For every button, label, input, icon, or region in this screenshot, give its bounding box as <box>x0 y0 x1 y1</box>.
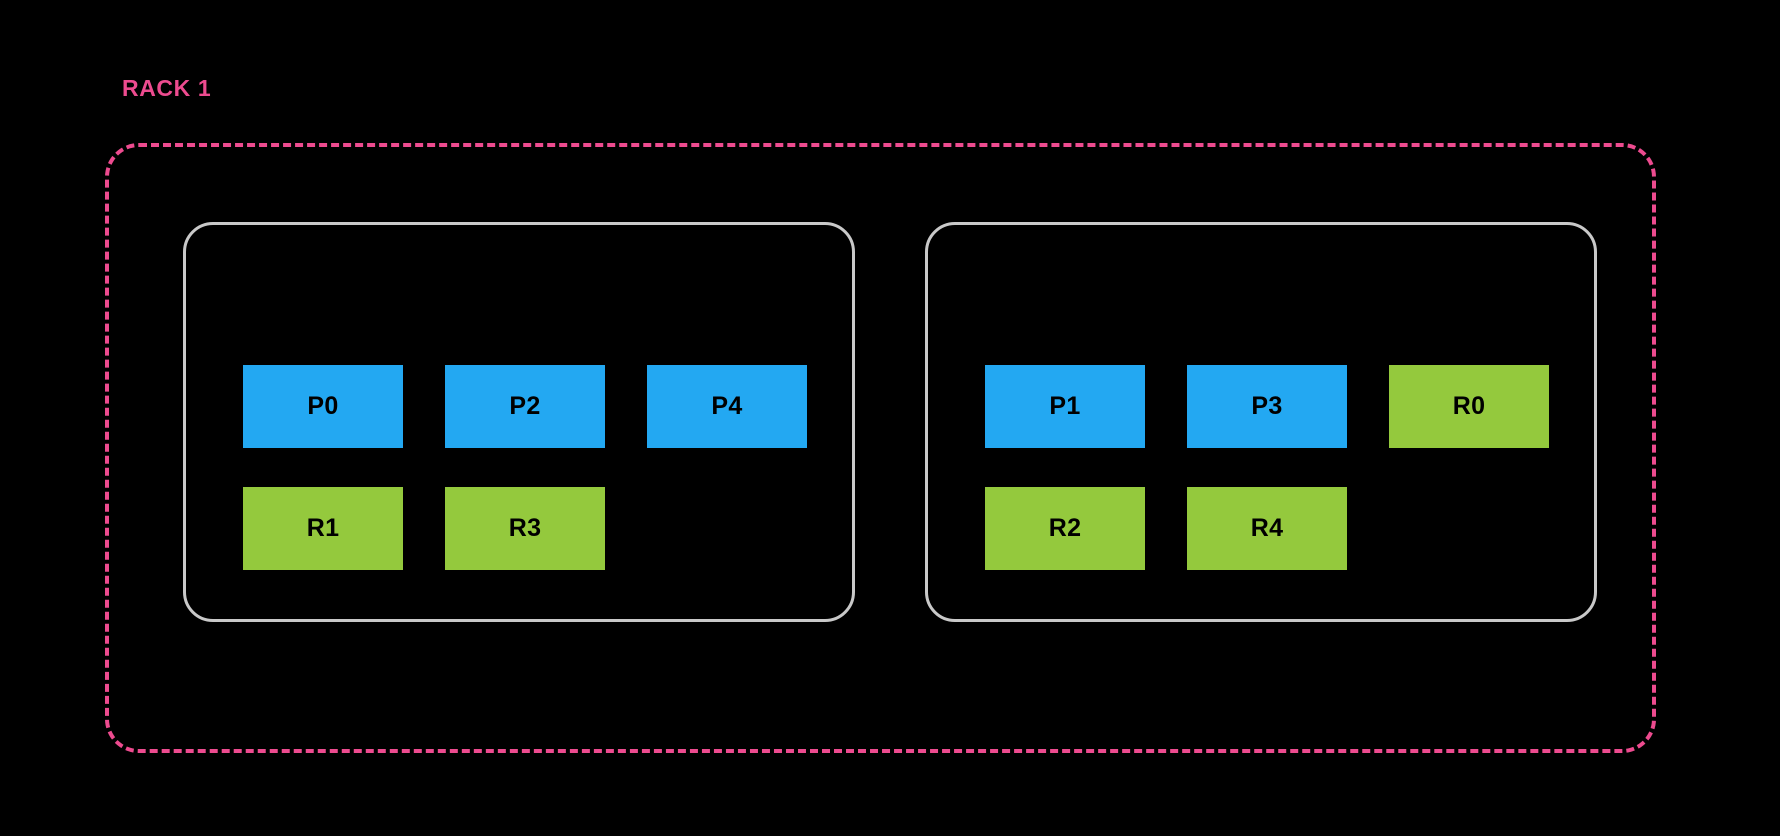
server-1-primary-row: P0 P2 P4 <box>243 365 807 448</box>
unit-r2[interactable]: R2 <box>985 487 1145 570</box>
server-2-primary-row: P1 P3 R0 <box>985 365 1549 448</box>
server-1-replica-row: R1 R3 <box>243 487 605 570</box>
unit-r4[interactable]: R4 <box>1187 487 1347 570</box>
unit-p2[interactable]: P2 <box>445 365 605 448</box>
unit-p0[interactable]: P0 <box>243 365 403 448</box>
unit-r0[interactable]: R0 <box>1389 365 1549 448</box>
server-2-replica-row: R2 R4 <box>985 487 1347 570</box>
unit-p4[interactable]: P4 <box>647 365 807 448</box>
rack-boundary <box>105 143 1656 753</box>
server-container-1: P0 P2 P4 R1 R3 <box>183 222 855 622</box>
unit-p3[interactable]: P3 <box>1187 365 1347 448</box>
rack-label: RACK 1 <box>122 75 212 101</box>
unit-p1[interactable]: P1 <box>985 365 1145 448</box>
server-container-2: P1 P3 R0 R2 R4 <box>925 222 1597 622</box>
unit-r3[interactable]: R3 <box>445 487 605 570</box>
unit-r1[interactable]: R1 <box>243 487 403 570</box>
